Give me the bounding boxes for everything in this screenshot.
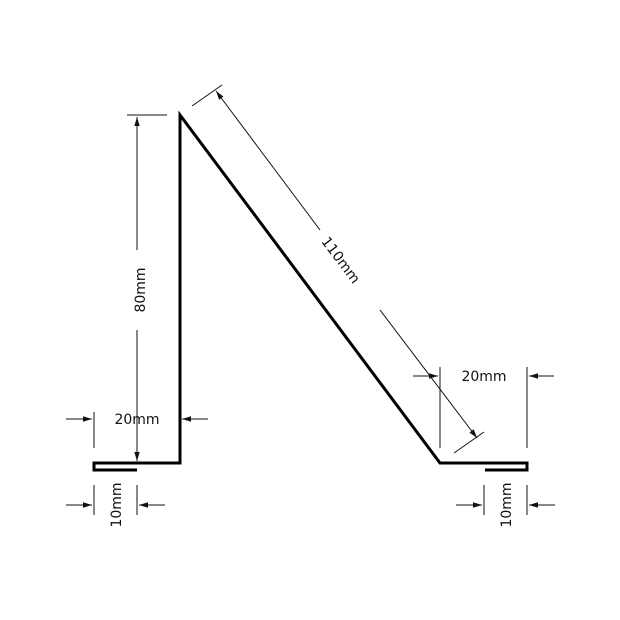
label-vertical-height: 80mm — [133, 267, 149, 312]
label-left-hem: 10mm — [109, 482, 125, 527]
dimension-left-base — [66, 412, 208, 448]
dimension-left-hem — [66, 485, 165, 515]
dimension-vertical-height — [127, 114, 167, 461]
label-right-base: 20mm — [461, 369, 506, 385]
dimension-right-base — [413, 367, 554, 448]
label-left-base: 20mm — [114, 412, 159, 428]
label-right-hem: 10mm — [499, 482, 515, 527]
profile-outline — [92, 110, 529, 472]
dimension-slope-length — [191, 84, 485, 454]
dimension-right-hem — [456, 485, 555, 515]
label-slope-length: 110mm — [318, 234, 363, 287]
